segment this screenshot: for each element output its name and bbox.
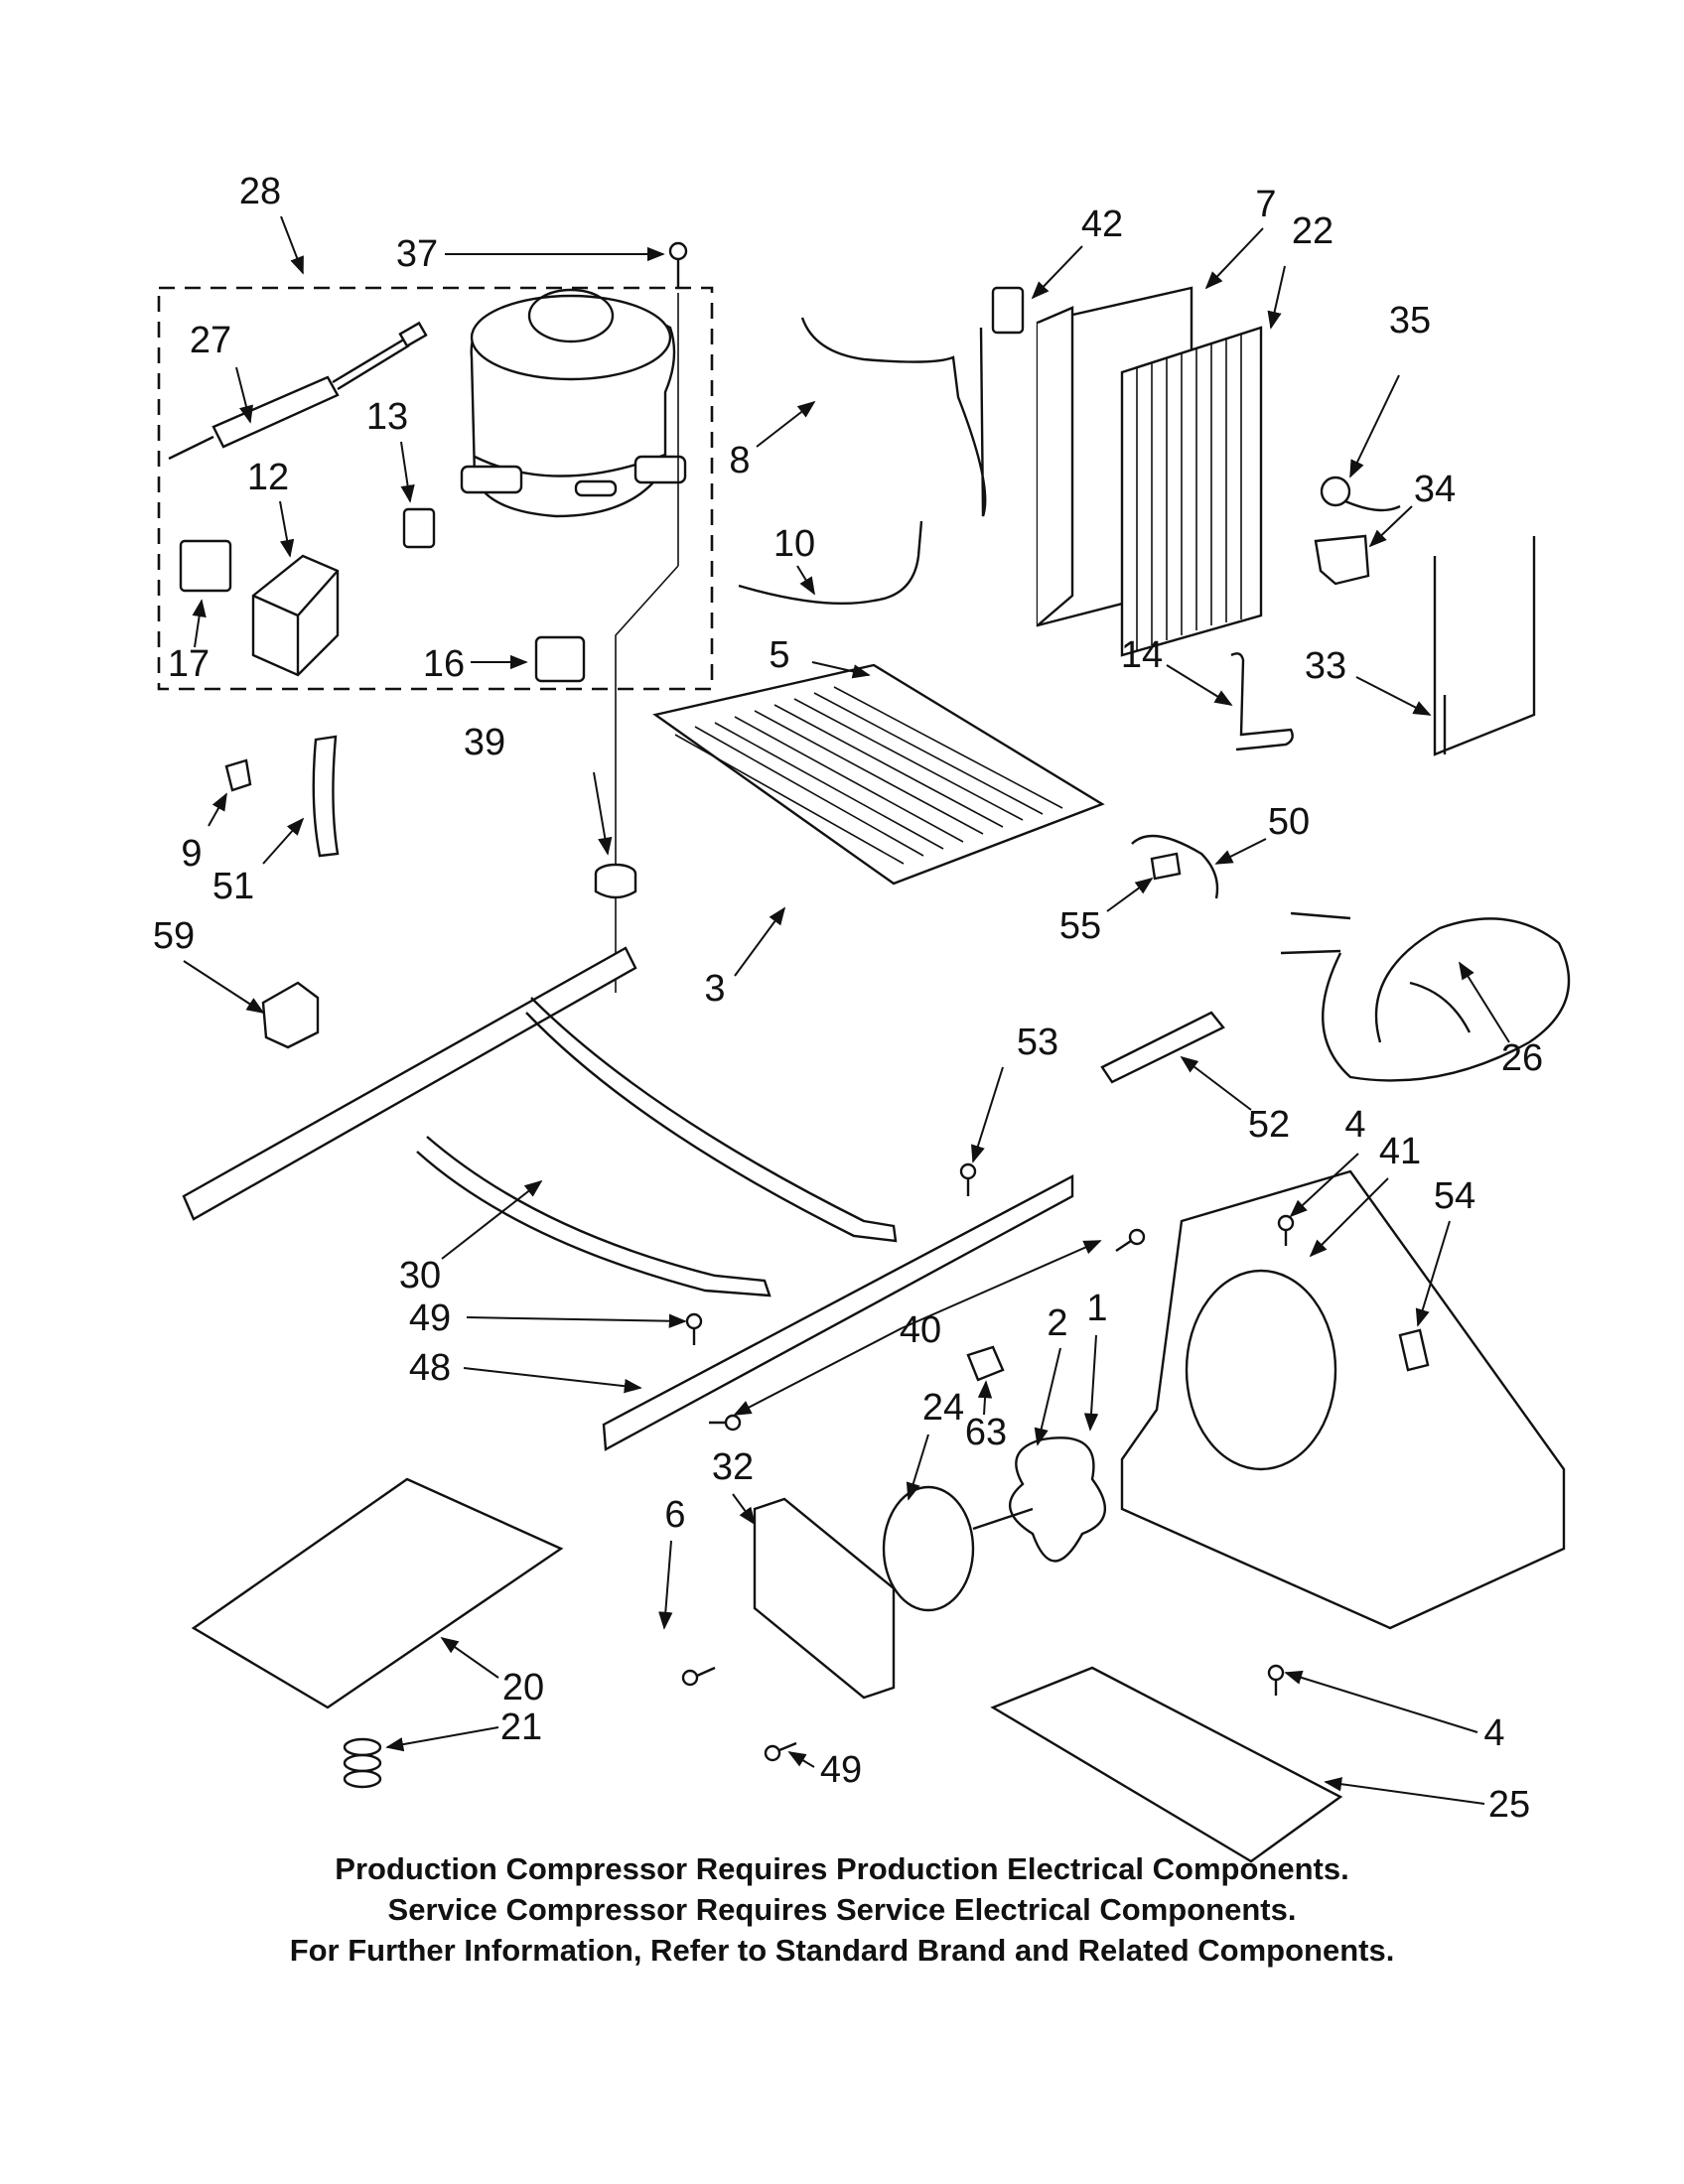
overload [179, 539, 232, 593]
callout-9: 9 [181, 833, 202, 875]
fan-shroud [1120, 1169, 1566, 1630]
callout-7: 7 [1255, 184, 1276, 225]
callout-1: 1 [1086, 1288, 1107, 1329]
drier [168, 321, 428, 461]
diagram-notes: Production Compressor Requires Productio… [0, 1848, 1684, 1971]
callout-37: 37 [396, 233, 438, 275]
callout-49: 49 [409, 1297, 451, 1339]
evaporator [652, 663, 1105, 886]
clip-34 [1314, 534, 1370, 586]
knob [1398, 1328, 1430, 1372]
callout-41: 41 [1379, 1131, 1421, 1172]
screw [1277, 1214, 1295, 1246]
screw [1115, 1228, 1146, 1252]
grommet [594, 863, 637, 899]
callout-14: 14 [1121, 634, 1163, 676]
screw [685, 1312, 703, 1345]
condenser [1036, 286, 1263, 657]
note-line: For Further Information, Refer to Standa… [289, 1933, 1395, 1968]
cable-tie [1100, 1011, 1225, 1084]
callout-51: 51 [212, 866, 254, 907]
tubing-8 [800, 317, 987, 517]
leader-lines [183, 215, 1510, 1805]
screw [1267, 1664, 1285, 1696]
callout-52: 52 [1248, 1104, 1290, 1146]
callout-27: 27 [190, 320, 231, 361]
drain-pan [990, 1666, 1343, 1863]
bracket-part [402, 507, 436, 549]
screw [709, 1414, 742, 1432]
callout-2: 2 [1047, 1302, 1067, 1344]
thermal-switch [1320, 476, 1401, 512]
capacitor [534, 635, 586, 683]
callout-5: 5 [769, 634, 789, 676]
callout-33: 33 [1305, 645, 1346, 687]
clip-42 [991, 286, 1025, 335]
relay [251, 554, 340, 677]
callout-59: 59 [153, 915, 195, 957]
callout-16: 16 [423, 643, 465, 685]
callout-10: 10 [773, 523, 815, 565]
wire-harness [1280, 911, 1571, 1082]
callout-30: 30 [399, 1255, 441, 1297]
callout-labels: 28 37 27 13 12 17 16 42 7 22 35 8 34 10 … [153, 171, 1543, 1826]
callout-26: 26 [1501, 1037, 1543, 1079]
note-line: Service Compressor Requires Service Elec… [387, 1892, 1297, 1927]
compressor-screw [668, 241, 688, 288]
nut [966, 1345, 1005, 1382]
callout-17: 17 [168, 643, 210, 685]
screw [959, 1162, 977, 1196]
callout-8: 8 [729, 440, 750, 481]
base-frame [182, 946, 1074, 1451]
spring [343, 1737, 382, 1789]
callout-4: 4 [1344, 1104, 1365, 1146]
callout-48: 48 [409, 1347, 451, 1389]
callout-12: 12 [247, 457, 289, 498]
tube [312, 735, 340, 858]
bracket-59 [261, 981, 320, 1049]
callout-22: 22 [1292, 210, 1333, 252]
callout-20: 20 [502, 1667, 544, 1708]
callout-28: 28 [239, 171, 281, 212]
callout-6: 6 [664, 1494, 685, 1536]
callout-3: 3 [704, 968, 725, 1010]
callout-42: 42 [1081, 204, 1123, 245]
tubing-10 [738, 520, 923, 606]
screw-55 [1150, 852, 1182, 881]
wire-14 [1230, 652, 1294, 751]
compressor-kit-boundary [157, 286, 714, 691]
cap [224, 758, 252, 792]
cover-plate [191, 1477, 564, 1709]
callout-63: 63 [965, 1412, 1007, 1453]
callout-50: 50 [1268, 801, 1310, 843]
motor-bracket [753, 1497, 896, 1700]
callout-40: 40 [900, 1309, 941, 1351]
callout-25: 25 [1488, 1784, 1530, 1826]
note-line: Production Compressor Requires Productio… [335, 1851, 1349, 1886]
callout-13: 13 [366, 396, 408, 438]
callout-53: 53 [1017, 1022, 1058, 1063]
callout-49b: 49 [820, 1749, 862, 1791]
clip-50 [1131, 834, 1219, 899]
screw [764, 1741, 797, 1762]
callout-54: 54 [1434, 1175, 1475, 1217]
callout-55: 55 [1059, 905, 1101, 947]
callout-35: 35 [1389, 300, 1431, 341]
fan-blade [1008, 1436, 1107, 1563]
fan-motor [882, 1485, 1034, 1612]
callout-32: 32 [712, 1446, 754, 1488]
callout-39: 39 [464, 722, 505, 763]
callout-4b: 4 [1483, 1712, 1504, 1754]
compressor [460, 288, 687, 518]
callout-21: 21 [500, 1706, 542, 1748]
tube-33 [1433, 536, 1536, 756]
callout-24: 24 [922, 1387, 964, 1429]
screw [681, 1666, 716, 1687]
callout-34: 34 [1414, 469, 1456, 510]
